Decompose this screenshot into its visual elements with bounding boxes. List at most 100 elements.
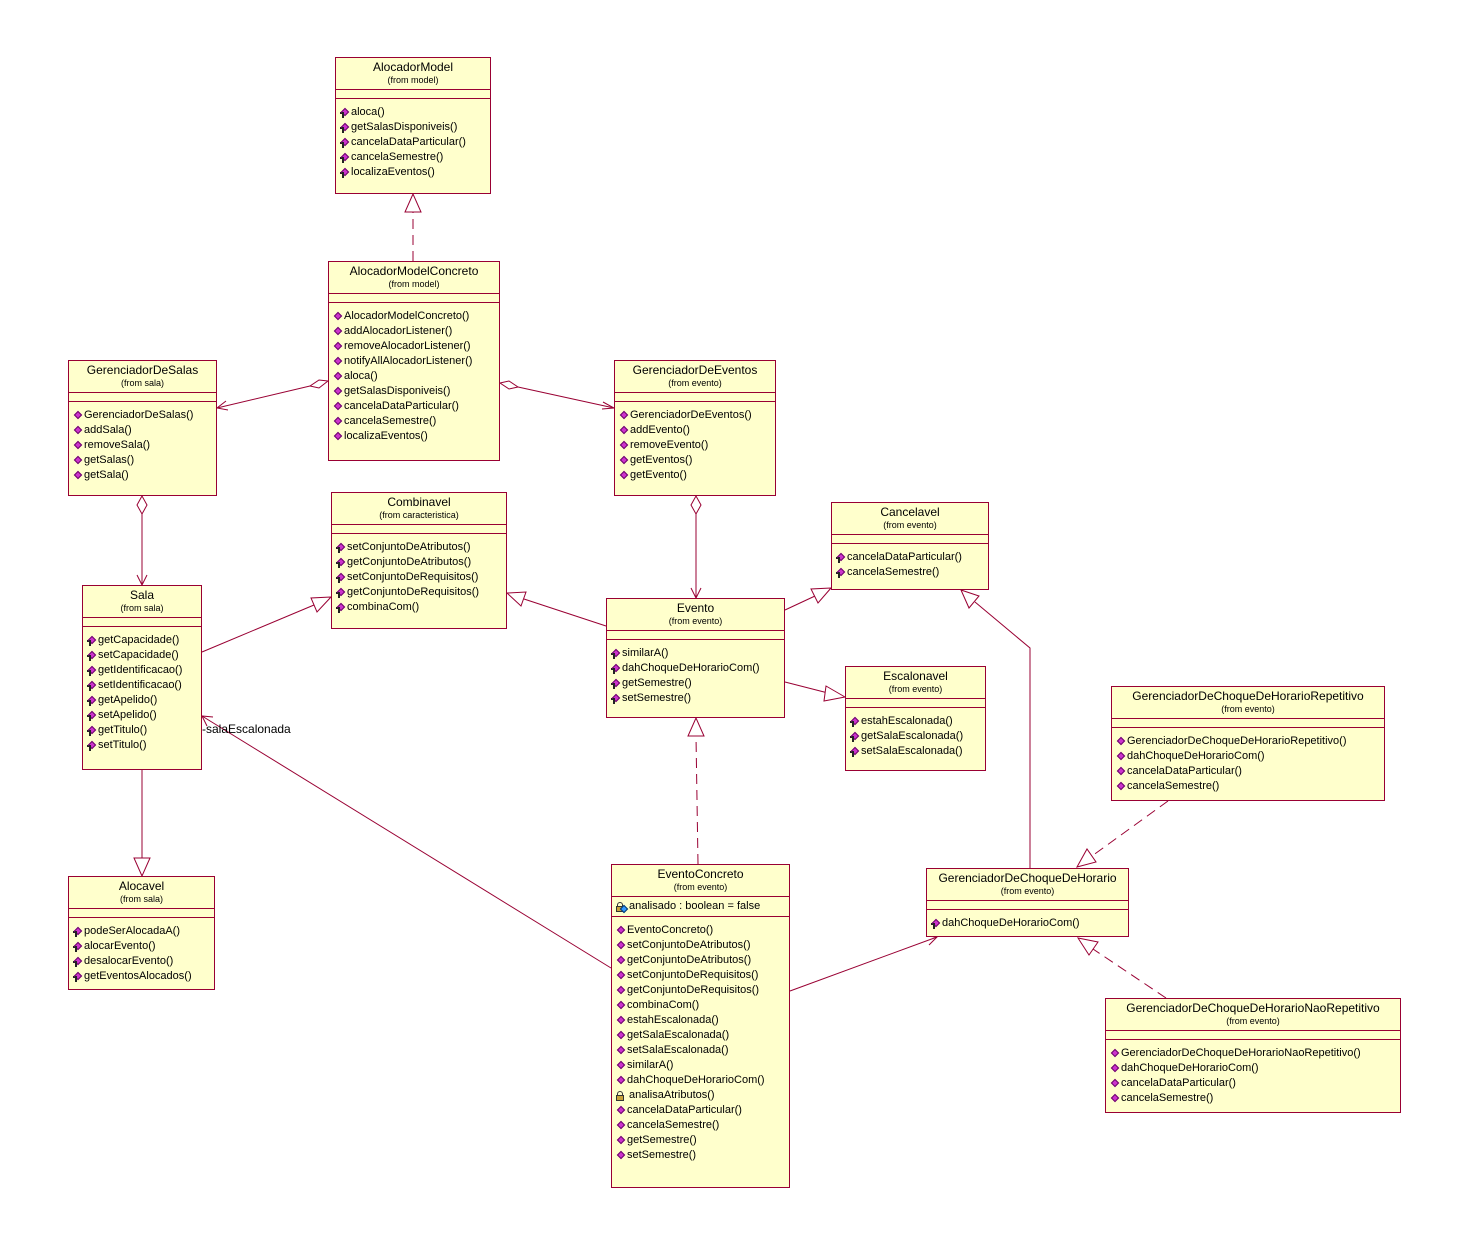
operation-row[interactable]: removeSala()	[73, 438, 213, 453]
operation-row-text: setSemestre()	[622, 692, 692, 704]
operation-row[interactable]: getConjuntoDeAtributos()	[616, 953, 786, 968]
operation-row[interactable]: setApelido()	[87, 708, 198, 723]
operation-row[interactable]: cancelaDataParticular()	[1110, 1076, 1397, 1091]
operation-row[interactable]: combinaCom()	[616, 998, 786, 1013]
operation-row[interactable]: dahChoqueDeHorarioCom()	[611, 661, 781, 676]
operation-row[interactable]: dahChoqueDeHorarioCom()	[616, 1073, 786, 1088]
operation-row[interactable]: getEventos()	[619, 453, 772, 468]
operation-row[interactable]: getIdentificacao()	[87, 663, 198, 678]
operation-row[interactable]: localizaEventos()	[340, 165, 487, 180]
class-box-gerenciadordesalas[interactable]: GerenciadorDeSalas(from sala)Gerenciador…	[68, 360, 217, 496]
operation-row[interactable]: setConjuntoDeAtributos()	[616, 938, 786, 953]
operation-row[interactable]: getSemestre()	[616, 1133, 786, 1148]
operation-row[interactable]: setSalaEscalonada()	[616, 1043, 786, 1058]
operation-row[interactable]: aloca()	[340, 105, 487, 120]
operation-row[interactable]: cancelaSemestre()	[836, 565, 985, 580]
operation-row[interactable]: AlocadorModelConcreto()	[333, 309, 496, 324]
class-box-gerenciadordeeventos[interactable]: GerenciadorDeEventos(from evento)Gerenci…	[614, 360, 776, 496]
operation-row[interactable]: getSala()	[73, 468, 213, 483]
class-box-gerenciadordechoquedehorariorepetitivo[interactable]: GerenciadorDeChoqueDeHorarioRepetitivo(f…	[1111, 686, 1385, 801]
operation-row[interactable]: cancelaSemestre()	[340, 150, 487, 165]
class-box-escalonavel[interactable]: Escalonavel(from evento)estahEscalonada(…	[845, 666, 986, 771]
operation-row-text: getEventosAlocados()	[84, 970, 192, 982]
class-box-alocavel[interactable]: Alocavel(from sala)podeSerAlocadaA()aloc…	[68, 876, 215, 990]
operation-row[interactable]: getSalas()	[73, 453, 213, 468]
class-box-evento[interactable]: Evento(from evento)similarA()dahChoqueDe…	[606, 598, 785, 718]
operation-row[interactable]: dahChoqueDeHorarioCom()	[1110, 1061, 1397, 1076]
operation-row[interactable]: cancelaDataParticular()	[340, 135, 487, 150]
operation-row[interactable]: GerenciadorDeSalas()	[73, 408, 213, 423]
operation-row-text: setApelido()	[98, 709, 157, 721]
operation-row[interactable]: GerenciadorDeChoqueDeHorarioNaoRepetitiv…	[1110, 1046, 1397, 1061]
operation-row[interactable]: getConjuntoDeAtributos()	[336, 555, 503, 570]
operation-row[interactable]: cancelaDataParticular()	[616, 1103, 786, 1118]
operation-row[interactable]: cancelaDataParticular()	[1116, 764, 1381, 779]
operation-row[interactable]: getEvento()	[619, 468, 772, 483]
operation-row[interactable]: addAlocadorListener()	[333, 324, 496, 339]
class-box-combinavel[interactable]: Combinavel(from caracteristica)setConjun…	[331, 492, 507, 629]
operation-row[interactable]: setCapacidade()	[87, 648, 198, 663]
operation-icon	[333, 371, 343, 382]
operation-row[interactable]: getEventosAlocados()	[73, 969, 211, 984]
realization-line	[1091, 800, 1169, 857]
operation-row[interactable]: getSemestre()	[611, 676, 781, 691]
operation-row[interactable]: getApelido()	[87, 693, 198, 708]
operation-row[interactable]: removeAlocadorListener()	[333, 339, 496, 354]
operation-row[interactable]: estahEscalonada()	[850, 714, 982, 729]
operation-row[interactable]: alocarEvento()	[73, 939, 211, 954]
operation-row[interactable]: getCapacidade()	[87, 633, 198, 648]
operation-row[interactable]: setSalaEscalonada()	[850, 744, 982, 759]
operation-icon	[1116, 781, 1126, 792]
operation-row[interactable]: setConjuntoDeRequisitos()	[616, 968, 786, 983]
compartment-divider	[832, 534, 988, 535]
operation-row[interactable]: getSalasDisponiveis()	[340, 120, 487, 135]
operation-row[interactable]: EventoConcreto()	[616, 923, 786, 938]
operation-row[interactable]: cancelaDataParticular()	[836, 550, 985, 565]
operation-row[interactable]: dahChoqueDeHorarioCom()	[1116, 749, 1381, 764]
operation-row[interactable]: setConjuntoDeRequisitos()	[336, 570, 503, 585]
operation-row[interactable]: setIdentificacao()	[87, 678, 198, 693]
class-box-gerenciadordechoquedehorario[interactable]: GerenciadorDeChoqueDeHorario(from evento…	[926, 868, 1129, 937]
operation-row[interactable]: addSala()	[73, 423, 213, 438]
operation-row[interactable]: notifyAllAlocadorListener()	[333, 354, 496, 369]
operation-row[interactable]: similarA()	[616, 1058, 786, 1073]
operation-icon	[619, 440, 629, 451]
operation-row[interactable]: setTitulo()	[87, 738, 198, 753]
operation-row[interactable]: GerenciadorDeEventos()	[619, 408, 772, 423]
compartment-divider	[69, 392, 216, 393]
class-box-gerenciadordechoquedehorarionaorepetitivo[interactable]: GerenciadorDeChoqueDeHorarioNaoRepetitiv…	[1105, 998, 1401, 1113]
operation-row[interactable]: cancelaSemestre()	[333, 414, 496, 429]
operation-icon	[616, 1015, 626, 1026]
operation-row[interactable]: getConjuntoDeRequisitos()	[336, 585, 503, 600]
operation-row[interactable]: cancelaSemestre()	[1116, 779, 1381, 794]
operation-row[interactable]: analisaAtributos()	[616, 1088, 786, 1103]
class-box-cancelavel[interactable]: Cancelavel(from evento)cancelaDataPartic…	[831, 502, 989, 590]
attribute-row[interactable]: analisado : boolean = false	[616, 899, 786, 914]
operation-row[interactable]: getTitulo()	[87, 723, 198, 738]
operation-row[interactable]: cancelaSemestre()	[1110, 1091, 1397, 1106]
operation-row[interactable]: combinaCom()	[336, 600, 503, 615]
class-box-eventoconcreto[interactable]: EventoConcreto(from evento)analisado : b…	[611, 864, 790, 1188]
operation-row[interactable]: estahEscalonada()	[616, 1013, 786, 1028]
class-box-sala[interactable]: Sala(from sala)getCapacidade()setCapacid…	[82, 585, 202, 770]
class-box-alocadormodelconcreto[interactable]: AlocadorModelConcreto(from model)Alocado…	[328, 261, 500, 461]
operation-row[interactable]: getSalaEscalonada()	[850, 729, 982, 744]
operation-row[interactable]: getSalasDisponiveis()	[333, 384, 496, 399]
operation-row[interactable]: setSemestre()	[616, 1148, 786, 1163]
operation-row[interactable]: setConjuntoDeAtributos()	[336, 540, 503, 555]
operation-row[interactable]: podeSerAlocadaA()	[73, 924, 211, 939]
operation-row[interactable]: getConjuntoDeRequisitos()	[616, 983, 786, 998]
operation-row[interactable]: aloca()	[333, 369, 496, 384]
operation-row[interactable]: cancelaDataParticular()	[333, 399, 496, 414]
class-box-alocadormodel[interactable]: AlocadorModel(from model)aloca()getSalas…	[335, 57, 491, 194]
operation-row[interactable]: addEvento()	[619, 423, 772, 438]
operation-row[interactable]: desalocarEvento()	[73, 954, 211, 969]
operation-row[interactable]: localizaEventos()	[333, 429, 496, 444]
operation-row[interactable]: getSalaEscalonada()	[616, 1028, 786, 1043]
operation-row[interactable]: setSemestre()	[611, 691, 781, 706]
operation-row[interactable]: dahChoqueDeHorarioCom()	[931, 916, 1125, 931]
operation-row[interactable]: similarA()	[611, 646, 781, 661]
operation-row[interactable]: cancelaSemestre()	[616, 1118, 786, 1133]
operation-row[interactable]: removeEvento()	[619, 438, 772, 453]
operation-row[interactable]: GerenciadorDeChoqueDeHorarioRepetitivo()	[1116, 734, 1381, 749]
